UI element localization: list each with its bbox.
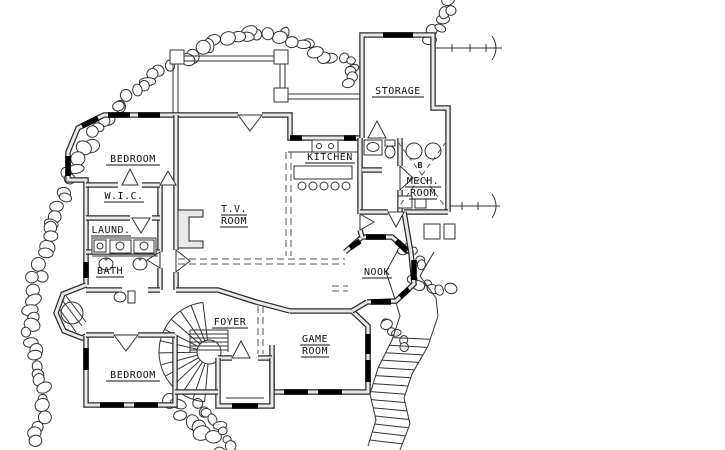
room-label-mech-1: MECH. [407, 176, 440, 187]
laundry-sink [93, 239, 107, 253]
room-label-game-1: GAME [302, 334, 328, 345]
room-label-game-2: ROOM [302, 346, 328, 357]
door-kitchen-hall [359, 213, 376, 231]
wall-shower-octagon [54, 283, 87, 340]
toilet [113, 291, 127, 303]
wall-bedroom-upper [66, 113, 176, 285]
fence-break-mark [491, 35, 497, 61]
deck-patio [169, 49, 362, 115]
deck-post [273, 49, 289, 65]
dashed-ceiling-lines [178, 141, 447, 354]
utility-pad [423, 223, 441, 240]
door-tv-hall [175, 248, 191, 274]
wall-top-tv-kitchen [176, 112, 360, 141]
room-label-foyer: FOYER [214, 317, 247, 328]
fixtures [59, 139, 442, 399]
wall-kitchen-right [358, 138, 364, 238]
door-mech [399, 164, 414, 192]
mech-equipment [414, 198, 427, 209]
room-labels: BEDROOM W.I.C. LAUND. BATH T.V. ROOM KIT… [91, 86, 441, 382]
stool [319, 181, 329, 191]
toilet-tank [127, 290, 136, 304]
wall-porch [216, 358, 274, 408]
wall-bedroom-lower [84, 335, 177, 407]
stool [308, 181, 318, 191]
deck-post [273, 87, 289, 103]
door-storage [367, 119, 387, 139]
wall-nook-game-connector [351, 300, 368, 313]
equipment-label-b: B [418, 161, 423, 170]
room-label-kitchen: KITCHEN [307, 152, 353, 163]
fireplace [177, 209, 204, 249]
washer [109, 239, 132, 254]
stove [311, 139, 339, 153]
stool [330, 181, 340, 191]
stool [341, 181, 351, 191]
room-label-bath: BATH [97, 266, 123, 277]
mech-equipment [397, 195, 413, 209]
wall-storage [360, 33, 450, 212]
toilet [384, 145, 396, 159]
doors [113, 114, 414, 359]
walls [53, 32, 451, 409]
room-label-mech-2: ROOM [410, 188, 436, 199]
kitchen-island [293, 165, 353, 180]
utility-pad [443, 223, 456, 240]
door-bedroom-lower [113, 334, 139, 352]
wall-hall-nook-angle [402, 211, 413, 254]
door-mudroom [387, 211, 405, 229]
door-deck [237, 114, 263, 132]
deck-post [169, 49, 185, 65]
dryer [133, 239, 155, 254]
room-label-tv-room-2: ROOM [221, 216, 247, 227]
shower-tub [60, 301, 84, 325]
toilet-tank [384, 139, 396, 147]
stool [297, 181, 307, 191]
room-label-wic: W.I.C. [104, 191, 143, 202]
fence-break-mark [491, 193, 497, 219]
wall-top-tv-kitchen [176, 113, 360, 140]
windows [65, 32, 417, 409]
room-label-bedroom-lower: BEDROOM [110, 370, 156, 381]
water-tank [405, 142, 423, 160]
fence-lines [423, 35, 502, 240]
wall-foyer-top [176, 288, 291, 313]
water-tank [424, 142, 442, 160]
door-laundry [131, 217, 151, 234]
wall-porch [215, 358, 275, 409]
room-label-tv-room-1: T.V. [221, 204, 247, 215]
door-bedroom-upper [159, 169, 177, 186]
door-wic [121, 167, 139, 186]
door-entry [231, 339, 251, 359]
room-label-nook: NOOK [364, 267, 390, 278]
room-label-bedroom-upper: BEDROOM [110, 154, 156, 165]
room-label-storage: STORAGE [375, 86, 421, 97]
room-label-laundry: LAUND. [91, 225, 130, 236]
